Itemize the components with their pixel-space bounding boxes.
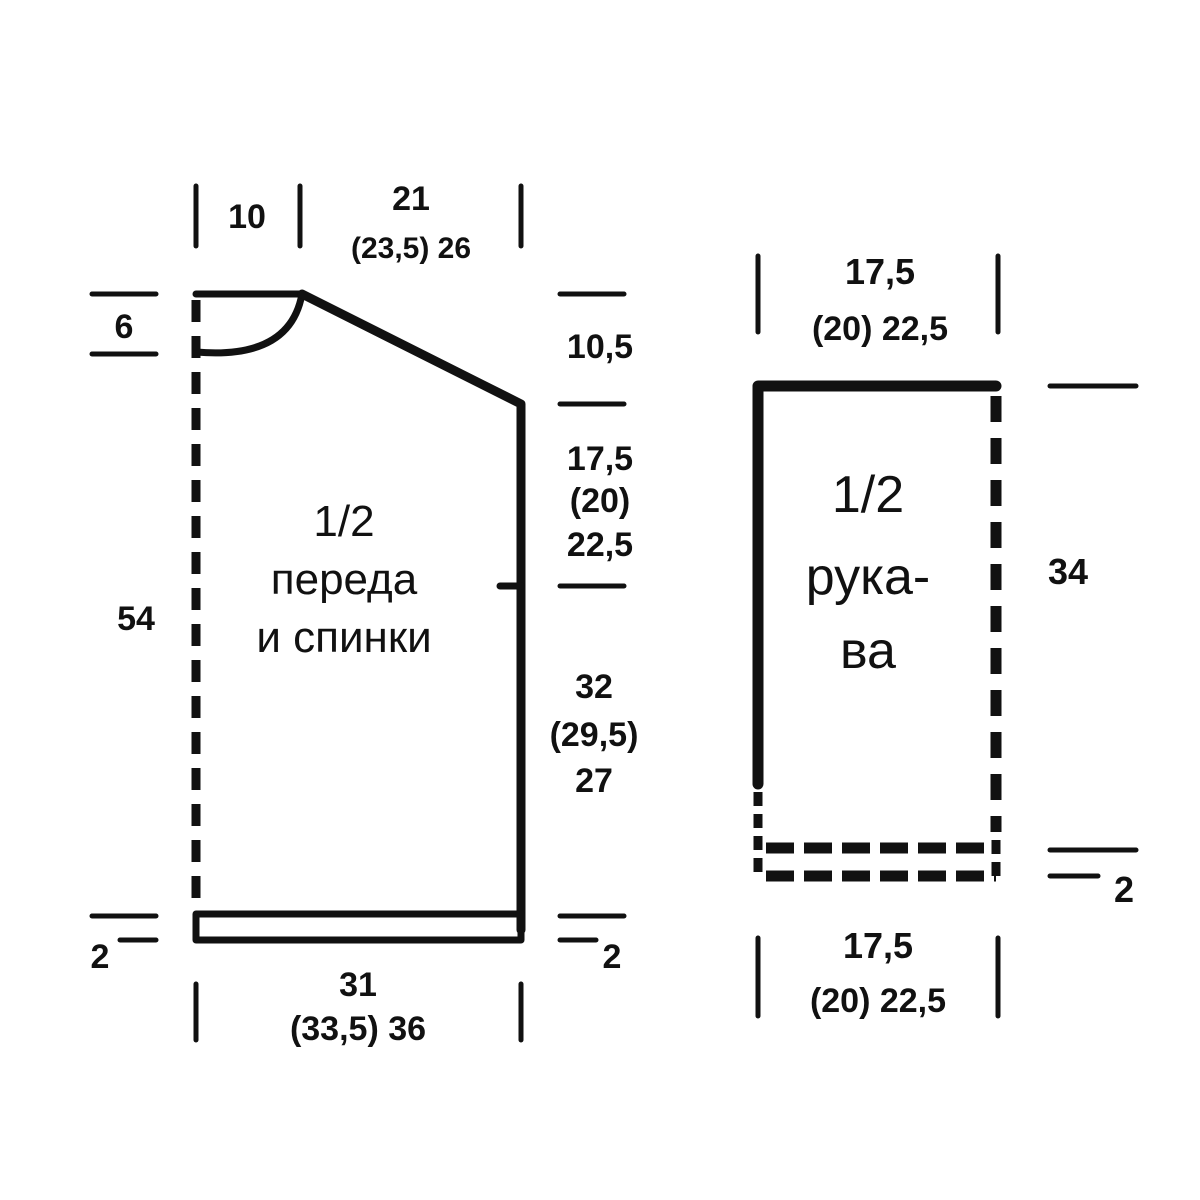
sleeve-label-1: 1/2 [832, 466, 904, 524]
sleeve-top-width-label-2: (20) 22,5 [812, 310, 948, 348]
hem-band [192, 910, 525, 944]
side-label-2: (29,5) [550, 716, 639, 754]
bottom-width-label-1: 31 [339, 966, 377, 1004]
hem-left-label: 2 [91, 938, 110, 976]
sleeve-top-width-label-1: 17,5 [845, 251, 915, 292]
neck-width-label: 10 [228, 198, 266, 236]
sleeve-length-label: 34 [1048, 551, 1088, 592]
neck-depth-label: 6 [115, 308, 134, 346]
shoulder-width-label-2: (23,5) 26 [351, 232, 471, 265]
side-label-3: 27 [575, 762, 613, 800]
front-back-label-2: переда [271, 555, 418, 604]
sleeve-piece: 17,5 (20) 22,5 34 2 17,5 (20) 22,5 1/2 р… [752, 251, 1139, 1020]
sleeve-top-left-edge [752, 380, 1002, 790]
bottom-width-label-2: (33,5) 36 [290, 1010, 426, 1048]
front-back-label-3: и спинки [256, 613, 431, 662]
armhole-label-2: (20) [570, 482, 630, 520]
front-neck-curve [192, 290, 306, 357]
armhole-label-3: 22,5 [567, 526, 633, 564]
shoulder-drop-label: 10,5 [567, 328, 633, 366]
sleeve-label-3: ва [840, 622, 896, 680]
total-length-label: 54 [117, 600, 155, 638]
front-back-piece: 10 21 (23,5) 26 6 10,5 17,5 (20) 22,5 32… [89, 180, 639, 1048]
sleeve-bottom-width-label-2: (20) 22,5 [810, 982, 946, 1020]
sleeve-cuff-label: 2 [1114, 869, 1134, 910]
side-label-1: 32 [575, 668, 613, 706]
front-back-label-1: 1/2 [313, 497, 374, 546]
hem-right-label: 2 [603, 938, 622, 976]
sleeve-bottom-width-label-1: 17,5 [843, 925, 913, 966]
shoulder-slope [297, 289, 526, 935]
sleeve-label-2: рука- [806, 548, 930, 606]
armhole-label-1: 17,5 [567, 440, 633, 478]
shoulder-width-label-1: 21 [392, 180, 430, 218]
